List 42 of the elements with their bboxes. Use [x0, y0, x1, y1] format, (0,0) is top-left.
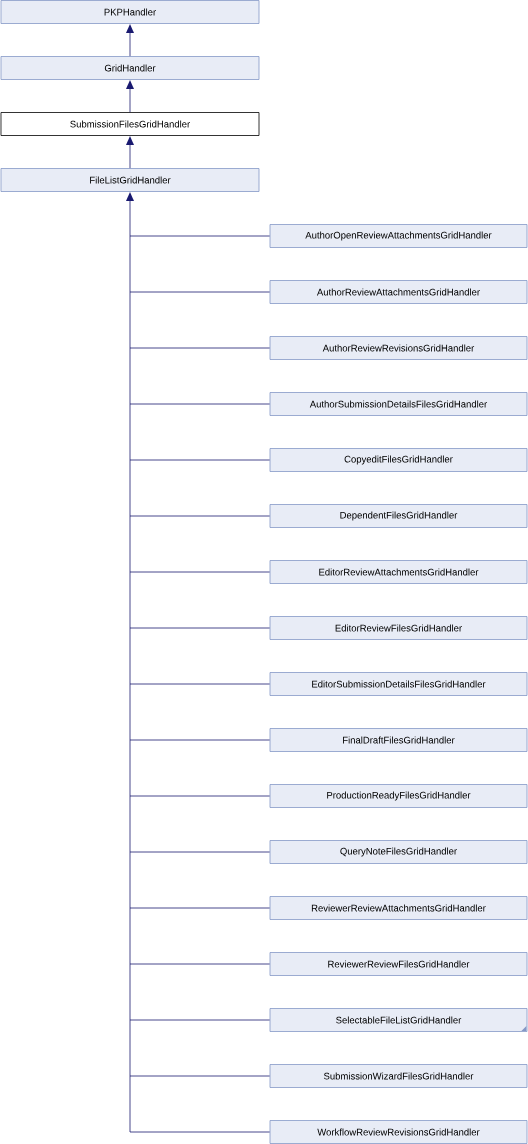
- class-box: DependentFilesGridHandler: [269, 504, 528, 528]
- connector-line: [129, 459, 270, 461]
- class-box: SubmissionFilesGridHandler: [0, 112, 260, 136]
- class-box: EditorReviewAttachmentsGridHandler: [269, 560, 528, 584]
- class-box: PKPHandler: [0, 0, 260, 24]
- class-box: EditorReviewFilesGridHandler: [269, 616, 528, 640]
- class-box: FileListGridHandler: [0, 168, 260, 192]
- connector-line: [129, 291, 270, 293]
- connector-line: [129, 907, 270, 909]
- class-box: EditorSubmissionDetailsFilesGridHandler: [269, 672, 528, 696]
- connector-line: [129, 347, 270, 349]
- class-box: CopyeditFilesGridHandler: [269, 448, 528, 472]
- inheritance-arrow: [126, 79, 134, 113]
- class-box: GridHandler: [0, 56, 260, 80]
- connector-line: [129, 683, 270, 685]
- connector-line: [129, 963, 270, 965]
- inheritance-arrow: [126, 23, 134, 57]
- class-box: QueryNoteFilesGridHandler: [269, 840, 528, 864]
- connector-line: [129, 515, 270, 517]
- connector-line: [129, 1075, 270, 1077]
- class-box: AuthorOpenReviewAttachmentsGridHandler: [269, 224, 528, 248]
- connector-line: [129, 403, 270, 405]
- connector-line: [129, 739, 270, 741]
- connector-line: [129, 795, 270, 797]
- connector-line: [129, 627, 270, 629]
- inheritance-arrow: [126, 135, 134, 169]
- class-box: ReviewerReviewFilesGridHandler: [269, 952, 528, 976]
- connector-line: [129, 235, 270, 237]
- class-box: ProductionReadyFilesGridHandler: [269, 784, 528, 808]
- connector-line: [129, 851, 270, 853]
- class-box: AuthorReviewAttachmentsGridHandler: [269, 280, 528, 304]
- class-box: WorkflowReviewRevisionsGridHandler: [269, 1120, 528, 1144]
- class-box: AuthorSubmissionDetailsFilesGridHandler: [269, 392, 528, 416]
- connector-line: [129, 571, 270, 573]
- class-box: AuthorReviewRevisionsGridHandler: [269, 336, 528, 360]
- connector-line: [129, 1131, 270, 1133]
- class-box: FinalDraftFilesGridHandler: [269, 728, 528, 752]
- class-box: ReviewerReviewAttachmentsGridHandler: [269, 896, 528, 920]
- inheritance-arrow: [126, 191, 134, 1133]
- class-box: SubmissionWizardFilesGridHandler: [269, 1064, 528, 1088]
- class-box: SelectableFileListGridHandler: [269, 1008, 528, 1032]
- connector-line: [129, 1019, 270, 1021]
